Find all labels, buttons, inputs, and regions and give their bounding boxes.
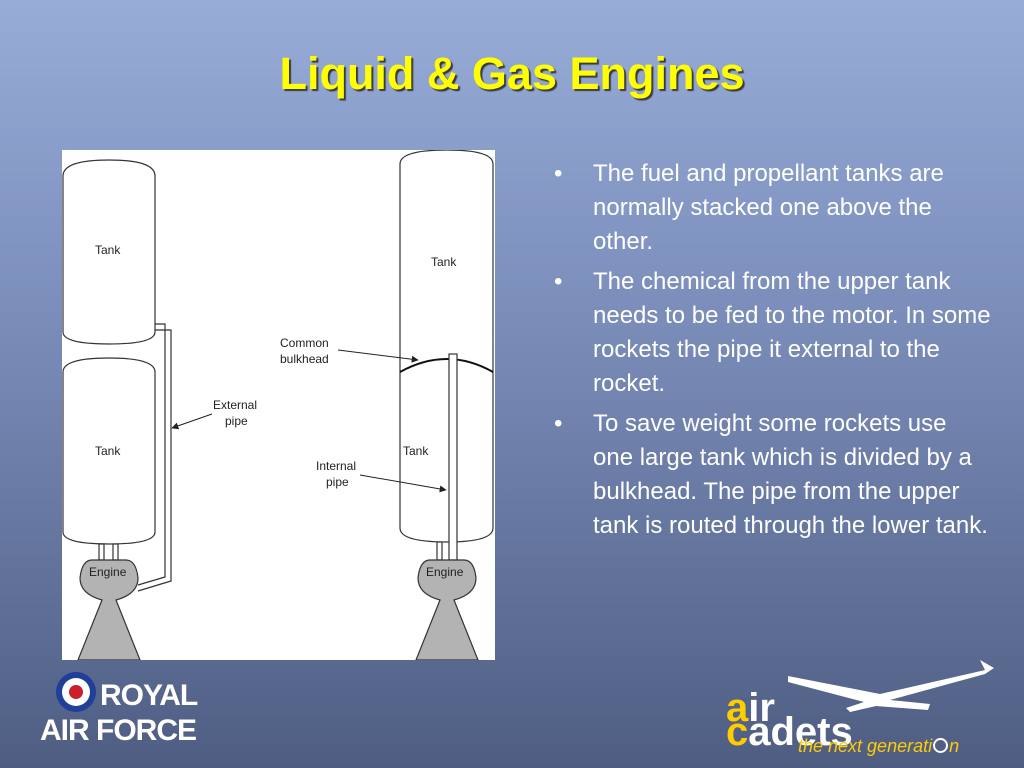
- raf-logo-line2: AIR FORCE: [40, 714, 197, 747]
- bullet-marker: •: [554, 410, 563, 437]
- left-external-pipe: [137, 323, 166, 586]
- right-engine: [415, 559, 479, 660]
- left-engine-label: Engine: [89, 565, 127, 579]
- cadets-word-air: air: [726, 686, 775, 730]
- bullet-item: • To save weight some rockets use one lar…: [552, 407, 992, 543]
- left-upper-tank-label: Tank: [95, 243, 121, 257]
- common-bulkhead-arrow: [337, 349, 419, 363]
- external-pipe-arrow: [171, 413, 213, 430]
- external-pipe-label-1: External: [213, 398, 257, 412]
- glider-icon: [788, 660, 994, 712]
- bullet-text: The fuel and propellant tanks are normal…: [593, 160, 944, 255]
- raf-logo-line1: ROYAL: [100, 679, 198, 712]
- rocket-tank-diagram: Tank Tank Engine External pipe Tank Tank…: [62, 150, 495, 660]
- external-pipe-label-2: pipe: [225, 414, 248, 428]
- internal-pipe-label-1: Internal: [316, 459, 356, 473]
- slide-title: Liquid & Gas Engines: [279, 48, 745, 99]
- tagline-o-icon: [933, 738, 949, 753]
- common-bulkhead-label-2: bulkhead: [280, 352, 329, 366]
- right-internal-pipe: [448, 353, 458, 561]
- left-rocket: [62, 159, 172, 660]
- common-bulkhead-label-1: Common: [280, 336, 329, 350]
- internal-pipe-arrow: [359, 474, 447, 493]
- left-upper-tank: [62, 159, 156, 345]
- bullet-text: The chemical from the upper tank needs t…: [593, 268, 991, 397]
- cadets-word-cadets: cadets: [726, 710, 853, 754]
- right-tank: [399, 150, 494, 543]
- internal-pipe-label-2: pipe: [326, 475, 349, 489]
- right-upper-tank-label: Tank: [431, 255, 457, 269]
- left-lower-tank: [62, 357, 156, 545]
- raf-logo: ROYAL AIR FORCE: [40, 672, 210, 747]
- left-engine: [77, 559, 141, 660]
- left-lower-tank-label: Tank: [95, 444, 121, 458]
- bullet-item: • The chemical from the upper tank needs …: [552, 265, 992, 401]
- right-rocket: [399, 150, 494, 660]
- bullet-marker: •: [554, 160, 563, 187]
- right-engine-label: Engine: [426, 565, 464, 579]
- common-bulkhead: [399, 358, 494, 373]
- right-lower-tank-label: Tank: [403, 444, 429, 458]
- bullet-list: • The fuel and propellant tanks are norma…: [552, 157, 992, 549]
- bullet-text: To save weight some rockets use one larg…: [593, 410, 988, 539]
- bullet-item: • The fuel and propellant tanks are norma…: [552, 157, 992, 259]
- raf-roundel-icon: [56, 672, 96, 712]
- bullet-marker: •: [554, 268, 563, 295]
